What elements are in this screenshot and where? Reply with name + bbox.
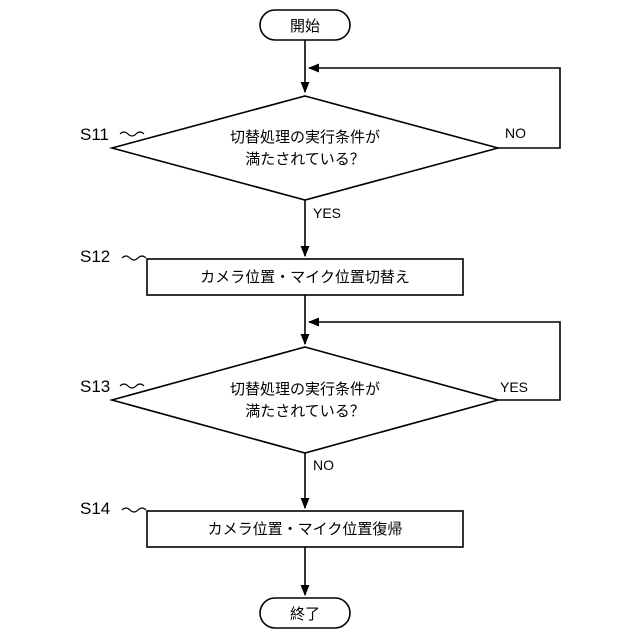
step-label-s11: S11 — [80, 125, 109, 144]
decision-s13-line1: 切替処理の実行条件が — [230, 380, 380, 398]
step-label-s12: S12 — [80, 247, 110, 266]
leader-s12 — [122, 256, 146, 260]
leader-s11 — [120, 132, 144, 136]
leader-s14 — [122, 508, 146, 512]
step-label-s13: S13 — [80, 377, 110, 396]
end-label: 終了 — [290, 605, 320, 623]
decision-s11-line1: 切替処理の実行条件が — [230, 128, 380, 146]
decision-s13-line2: 満たされている？ — [245, 402, 365, 420]
s13-yes-label: YES — [500, 379, 528, 395]
decision-s11-line2: 満たされている？ — [245, 150, 365, 168]
s11-no-label: NO — [505, 125, 526, 141]
s11-yes-label: YES — [313, 205, 341, 221]
start-label: 開始 — [290, 17, 320, 35]
leader-s13 — [120, 384, 144, 388]
s13-no-label: NO — [313, 457, 334, 473]
process-s14-label: カメラ位置・マイク位置復帰 — [208, 520, 403, 538]
step-label-s14: S14 — [80, 499, 110, 518]
decision-s13 — [112, 347, 498, 453]
process-s12-label: カメラ位置・マイク位置切替え — [200, 268, 410, 286]
decision-s11 — [112, 96, 498, 200]
